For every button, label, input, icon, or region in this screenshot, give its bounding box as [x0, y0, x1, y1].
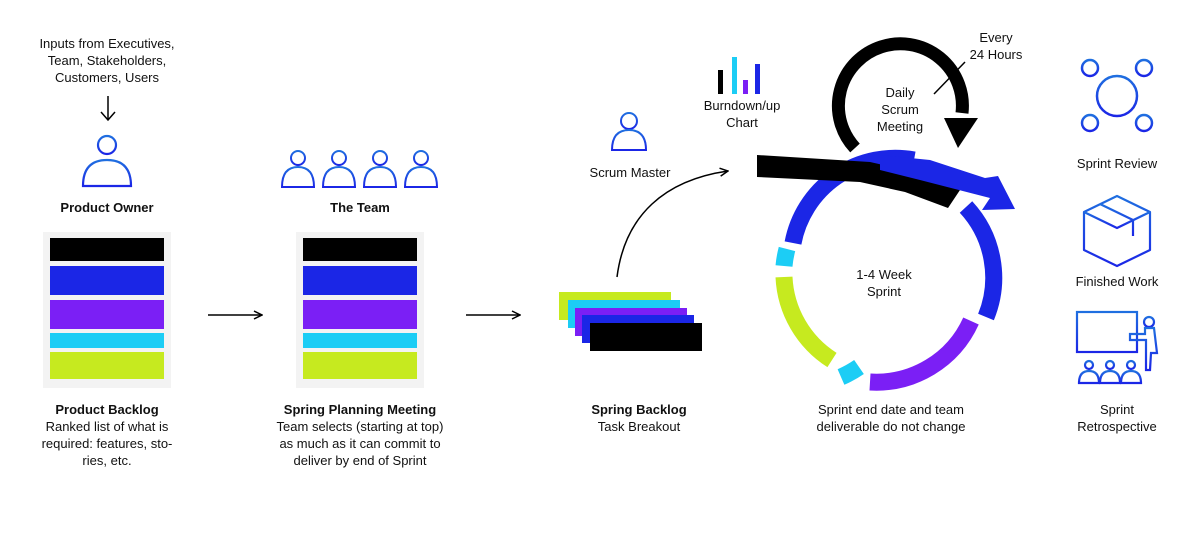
sprint-backlog-text: Spring Backlog Task Breakout: [591, 402, 687, 434]
sprint-ring-blue-right: [959, 201, 1003, 321]
product-owner-title: Product Owner: [60, 200, 154, 215]
scrum-master-icon: [610, 112, 648, 151]
sprint-ring-purple: [869, 317, 979, 391]
sprint-backlog-title: Spring Backlog: [591, 402, 687, 417]
backlog-item-3: [50, 300, 164, 329]
sprint-review-label: Sprint Review: [1076, 156, 1158, 171]
product-backlog-title: Product Backlog: [55, 402, 159, 417]
backlog-item-4: [50, 333, 164, 348]
backlog-item-1: [50, 238, 164, 261]
product-backlog-text: Product Backlog Ranked list of what is r…: [41, 402, 173, 468]
team-icon: [280, 150, 439, 188]
daily-scrum-loop-arrow: [831, 37, 978, 153]
team-title: The Team: [330, 200, 390, 215]
planning-backlog-card: [296, 232, 424, 388]
arrow-sprint-backlog-to-sprint: [616, 171, 728, 278]
sprint-backlog-stack: [559, 292, 702, 351]
box-icon: [1082, 194, 1152, 268]
product-backlog-card: [43, 232, 171, 388]
finished-work-label: Finished Work: [1075, 274, 1159, 289]
sprint-ring-cyan-bottom: [837, 359, 864, 385]
sprint-ring-lime: [775, 276, 837, 368]
backlog-item-5: [50, 352, 164, 379]
sprint-entry-arrow: [757, 155, 1015, 210]
presentation-icon: [1075, 310, 1159, 385]
product-owner-icon: [81, 134, 133, 188]
inputs-text: Inputs from Executives,Team, Stakeholder…: [39, 36, 175, 85]
planning-title: Spring Planning Meeting: [283, 402, 437, 417]
burndown-chart-icon: [718, 57, 760, 94]
backlog-item-2: [50, 266, 164, 295]
planning-text: Spring Planning Meeting Team selects (st…: [276, 402, 444, 468]
scrum-master-label: Scrum Master: [589, 165, 671, 180]
inputs-down-arrow: [100, 96, 116, 122]
sprint-review-icon: [1080, 58, 1154, 133]
sprint-ring-cyan-left: [775, 246, 796, 267]
